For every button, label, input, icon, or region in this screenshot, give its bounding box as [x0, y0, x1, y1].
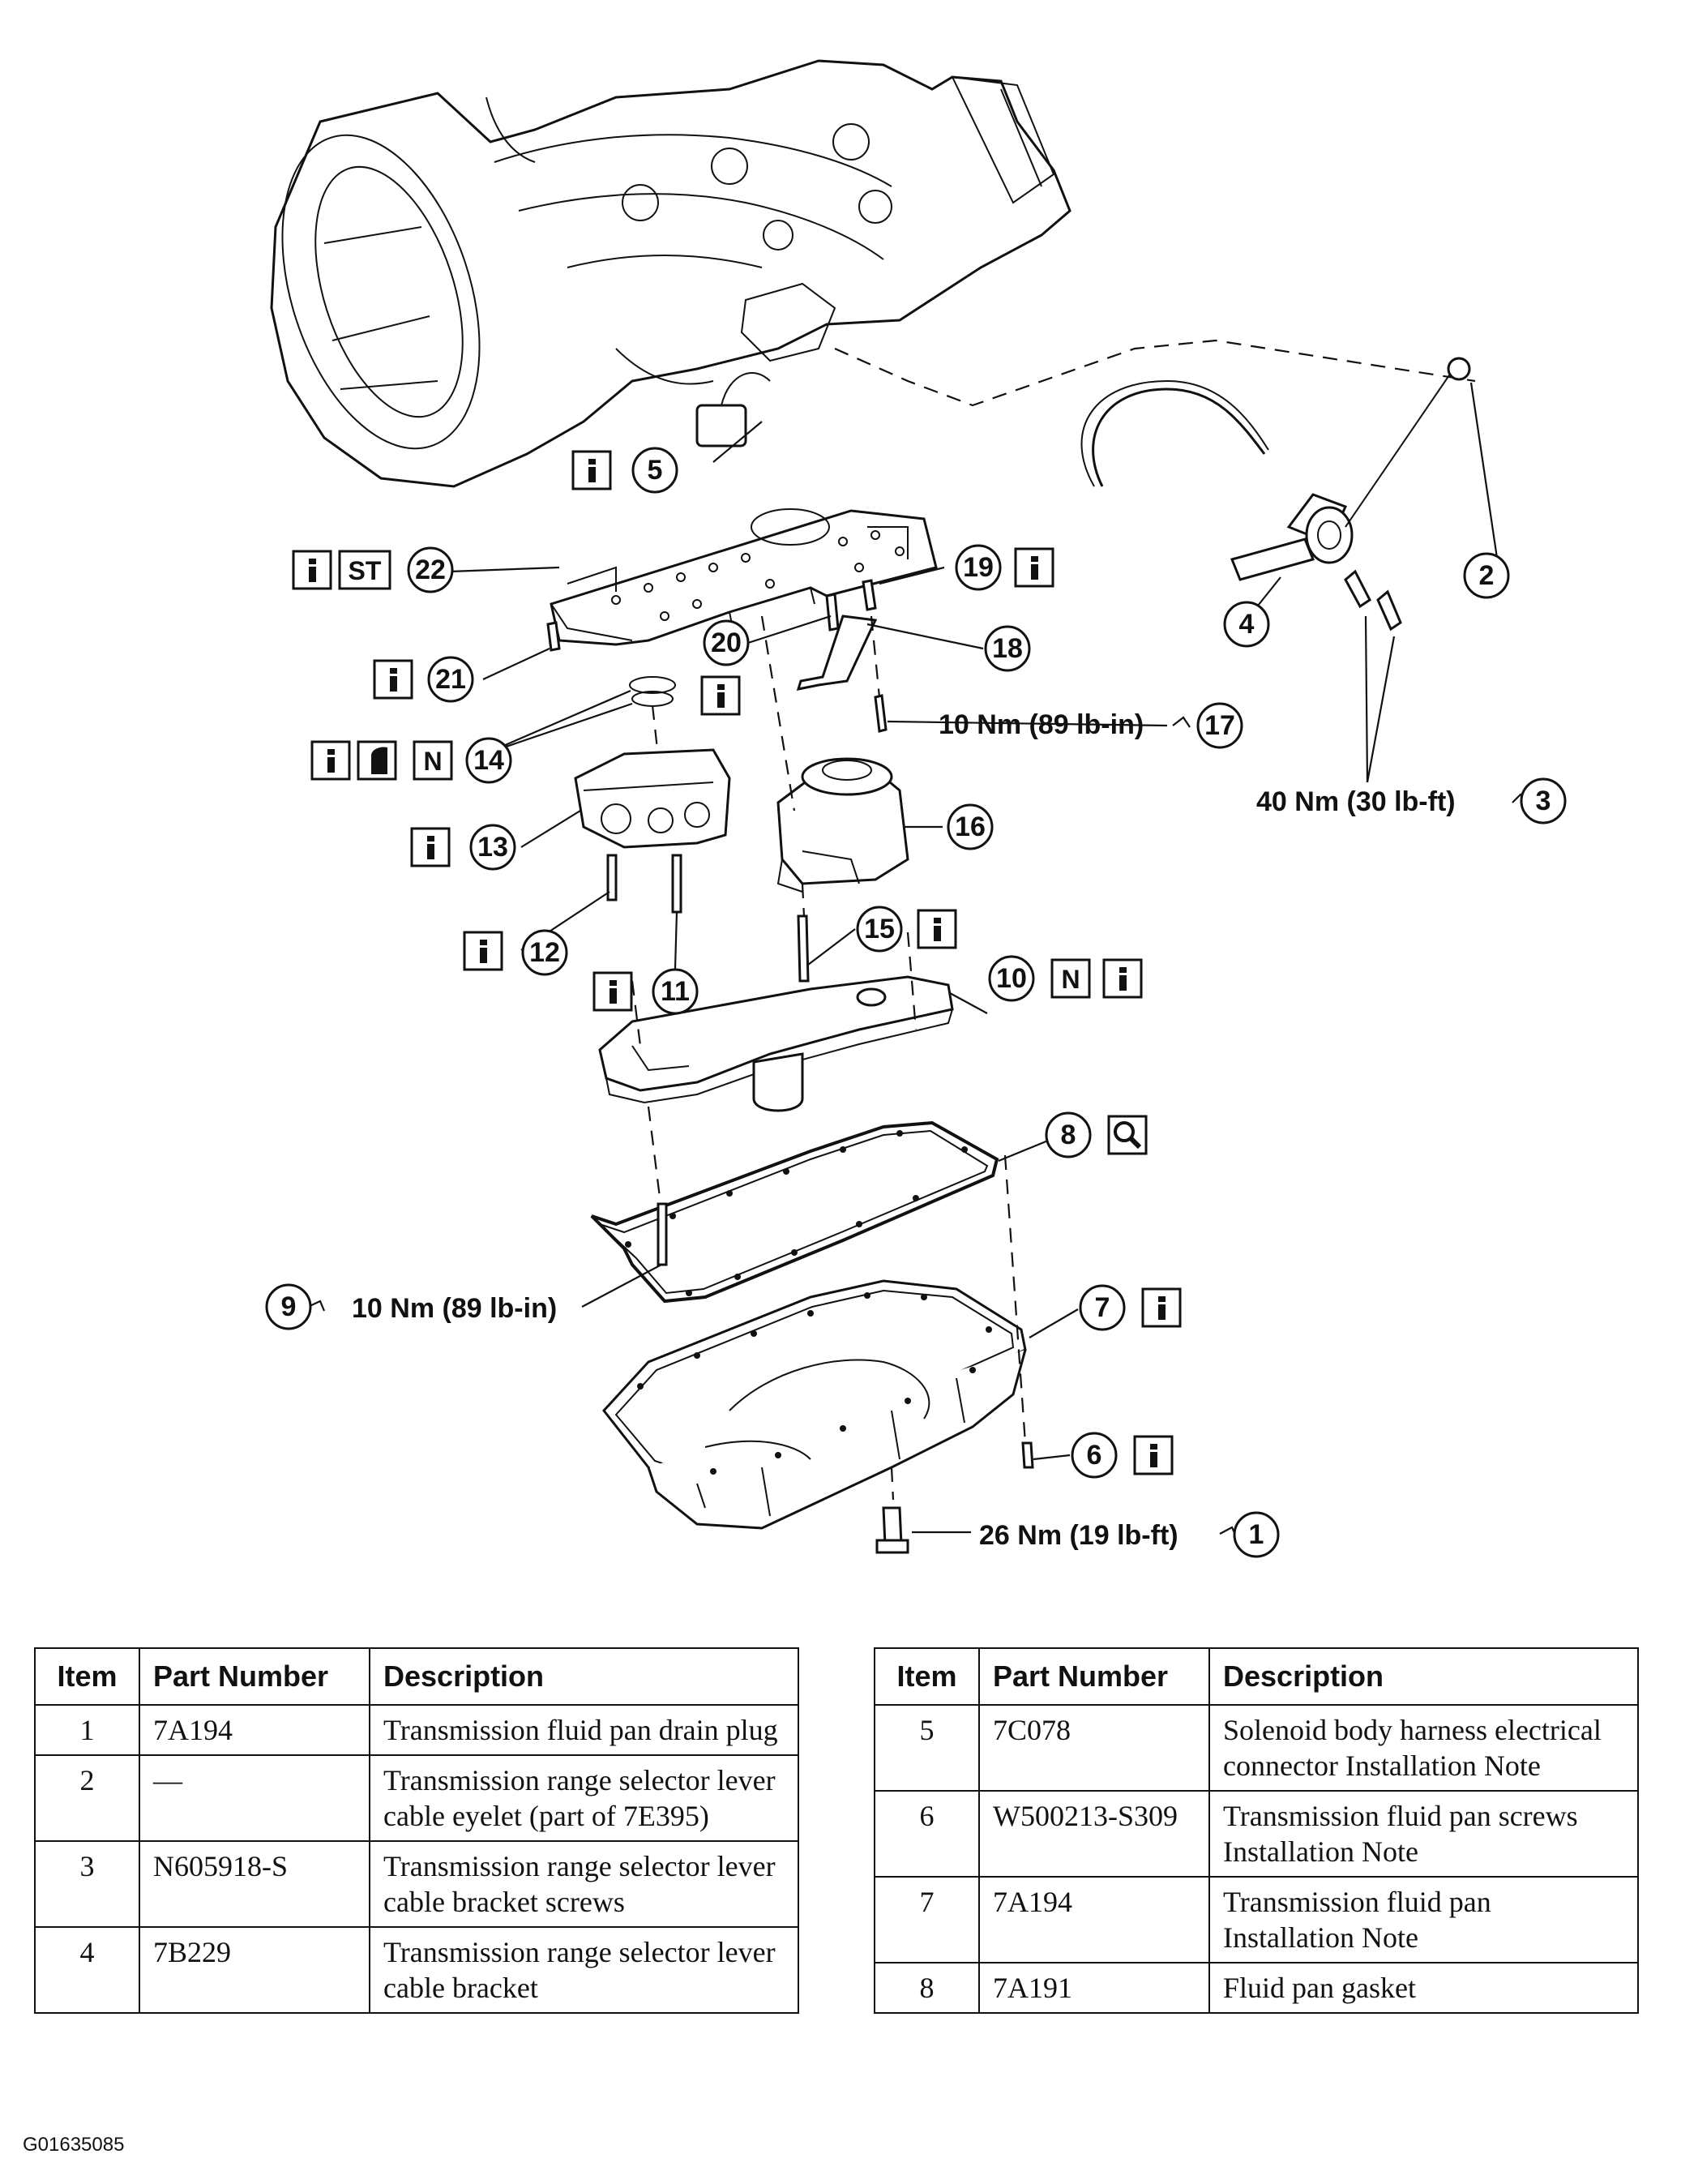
- info-badge-19: [1014, 547, 1054, 588]
- callout-18: 18: [992, 633, 1023, 664]
- figure-code: G01635085: [23, 2134, 125, 2156]
- part-number-cell: 7B229: [139, 1926, 370, 2014]
- description-cell: Transmission fluid pan screws Installati…: [1208, 1790, 1639, 1878]
- callout-11: 11: [661, 976, 690, 1007]
- transmission-fluid-pan: [602, 1279, 1027, 1530]
- table-row: 6 W500213-S309 Transmission fluid pan sc…: [874, 1790, 1639, 1878]
- header-description: Description: [1208, 1647, 1639, 1706]
- description-cell: Transmission fluid pan drain plug: [369, 1704, 799, 1756]
- callout-13: 13: [477, 832, 508, 863]
- solenoid-assembly: [776, 757, 909, 893]
- callout-7: 7: [1095, 1292, 1110, 1323]
- description-cell: Transmission range selector lever cable …: [369, 1840, 799, 1928]
- item-cell: 2: [34, 1754, 140, 1842]
- callout-12: 12: [529, 937, 560, 968]
- description-cell: Solenoid body harness electrical connect…: [1208, 1704, 1639, 1792]
- table-row: 3 N605918-S Transmission range selector …: [34, 1840, 799, 1928]
- callout-4: 4: [1239, 609, 1255, 640]
- callout-3: 3: [1536, 786, 1551, 816]
- parts-table-left: Item Part Number Description 1 7A194 Tra…: [34, 1647, 799, 2014]
- callout-17: 17: [1204, 710, 1235, 741]
- new-part-icon: N: [423, 747, 442, 776]
- part-number-cell: N605918-S: [139, 1840, 370, 1928]
- header-part-number: Part Number: [978, 1647, 1210, 1706]
- new-part-badge-14: [413, 740, 453, 781]
- fluid-pan-gasket: [590, 1120, 999, 1304]
- table-row: 4 7B229 Transmission range selector leve…: [34, 1926, 799, 2014]
- callout-9: 9: [281, 1291, 297, 1322]
- callout-21: 21: [435, 664, 466, 695]
- part-number-cell: W500213-S309: [978, 1790, 1210, 1878]
- item-cell: 3: [34, 1840, 140, 1928]
- header-part-number: Part Number: [139, 1647, 370, 1706]
- info-badge-22: [292, 550, 332, 590]
- transmission-assembly: [270, 59, 1071, 488]
- table-row: 1 7A194 Transmission fluid pan drain plu…: [34, 1704, 799, 1756]
- callout-10: 10: [996, 963, 1027, 994]
- callout-2: 2: [1479, 560, 1495, 591]
- torque-17: 10 Nm (89 lb-in): [939, 709, 1144, 740]
- torque-1: 26 Nm (19 lb-ft): [979, 1520, 1178, 1551]
- info-badge-21: [373, 659, 413, 700]
- info-badge-12: [463, 931, 503, 971]
- table-row: 5 7C078 Solenoid body harness electrical…: [874, 1704, 1639, 1792]
- info-badge-14: [310, 740, 351, 781]
- new-part-icon: N: [1061, 965, 1080, 994]
- part-number-cell: —: [139, 1754, 370, 1842]
- header-description: Description: [369, 1647, 799, 1706]
- item-cell: 7: [874, 1876, 980, 1963]
- description-cell: Transmission range selector lever cable …: [369, 1754, 799, 1842]
- selector-cable-assembly: [834, 339, 1476, 632]
- callout-20: 20: [711, 627, 742, 658]
- special-tool-badge-22: [338, 550, 391, 590]
- item-cell: 4: [34, 1926, 140, 2014]
- part-number-cell: 7A194: [139, 1704, 370, 1756]
- callout-6: 6: [1087, 1440, 1102, 1471]
- description-cell: Fluid pan gasket: [1208, 1962, 1639, 2014]
- info-badge-7: [1141, 1287, 1182, 1328]
- table-row: 7 7A194 Transmission fluid pan Installat…: [874, 1876, 1639, 1963]
- item-cell: 1: [34, 1704, 140, 1756]
- lubricant-icon: [371, 747, 387, 774]
- main-control-valve-body: [550, 508, 938, 646]
- info-badge-10: [1102, 958, 1143, 999]
- exploded-parts-diagram: 5 ST 22 19 21 20 18 10 Nm (89 lb-in) 17 …: [265, 59, 1567, 1558]
- description-cell: Transmission range selector lever cable …: [369, 1926, 799, 2014]
- parts-table-right: Item Part Number Description 5 7C078 Sol…: [874, 1647, 1639, 2014]
- torque-3: 40 Nm (30 lb-ft): [1256, 786, 1456, 817]
- part-number-cell: 7A194: [978, 1876, 1210, 1963]
- header-item: Item: [34, 1647, 140, 1706]
- item-cell: 5: [874, 1704, 980, 1792]
- leader-lines: [307, 382, 1528, 1537]
- special-tool-icon: ST: [349, 556, 382, 585]
- table-row: 8 7A191 Fluid pan gasket: [874, 1962, 1639, 2014]
- harness-connector: [695, 404, 747, 448]
- new-part-badge-10: [1050, 958, 1091, 999]
- info-badge-11: [592, 971, 633, 1012]
- header-item: Item: [874, 1647, 980, 1706]
- torque-9: 10 Nm (89 lb-in): [352, 1293, 557, 1324]
- description-cell: Transmission fluid pan Installation Note: [1208, 1876, 1639, 1963]
- fluid-filter: [598, 975, 954, 1112]
- callout-16: 16: [955, 812, 986, 842]
- table-row: 2 — Transmission range selector lever ca…: [34, 1754, 799, 1842]
- info-badge-20: [700, 675, 741, 716]
- servo-body: [574, 748, 731, 849]
- callout-8: 8: [1061, 1120, 1076, 1150]
- info-badge-13: [410, 827, 451, 867]
- part-number-cell: 7A191: [978, 1962, 1210, 2014]
- part-number-cell: 7C078: [978, 1704, 1210, 1792]
- info-badge-15: [917, 909, 957, 949]
- item-cell: 6: [874, 1790, 980, 1878]
- callout-14: 14: [473, 745, 504, 776]
- magnifier-icon: [1114, 1121, 1142, 1150]
- info-badge-5: [571, 450, 612, 490]
- callout-5: 5: [648, 455, 663, 486]
- callout-15: 15: [864, 914, 895, 944]
- callout-19: 19: [963, 552, 994, 583]
- callout-1: 1: [1249, 1519, 1264, 1550]
- info-badge-6: [1133, 1435, 1174, 1475]
- callout-22: 22: [415, 555, 446, 585]
- item-cell: 8: [874, 1962, 980, 2014]
